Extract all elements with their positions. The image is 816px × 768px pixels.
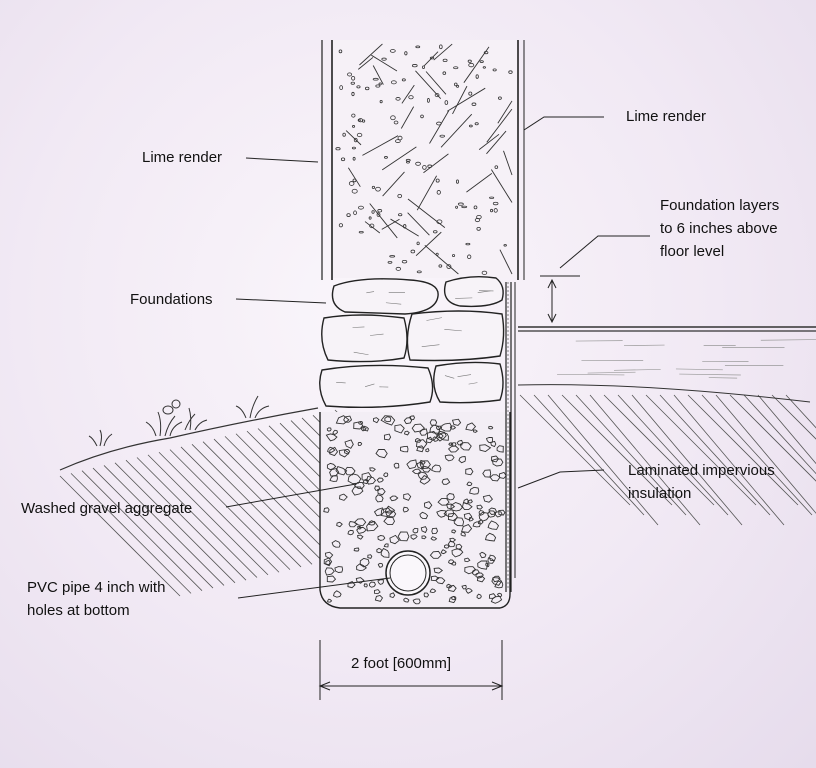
label-washed-gravel: Washed gravel aggregate <box>21 500 193 517</box>
label-pvc-1: PVC pipe 4 inch with <box>27 579 166 596</box>
height-dimension <box>540 275 580 324</box>
laminated-insulation <box>505 282 516 592</box>
gravel-aggregate-stones <box>323 415 507 605</box>
pvc-pipe <box>385 550 431 596</box>
wall-fibre-texture <box>345 43 513 275</box>
label-dimension: 2 foot [600mm] <box>351 655 452 672</box>
ground-hatching-right <box>519 394 816 526</box>
leader-foundations <box>235 298 327 304</box>
leader-lines <box>225 116 650 599</box>
label-lime-render-right: Lime render <box>626 108 707 125</box>
label-foundation-layers-1: Foundation layers <box>660 197 780 214</box>
label-lime-render-left: Lime render <box>142 149 223 166</box>
leader-lime-render-right <box>523 116 604 131</box>
leader-laminated <box>517 469 605 489</box>
leader-lime-render-left <box>245 157 319 163</box>
grass-tufts <box>88 395 270 447</box>
foundation-stone <box>443 275 504 308</box>
foundation-stone <box>319 364 434 409</box>
leader-washed-gravel <box>225 483 357 508</box>
floor-slab <box>517 326 816 403</box>
label-foundation-layers-2: to 6 inches above <box>660 220 778 237</box>
foundation-stone <box>321 314 408 363</box>
label-pvc-2: holes at bottom <box>27 602 130 619</box>
foundation-stone <box>433 361 504 404</box>
leader-foundation-layers <box>559 235 650 269</box>
ground-surface-left <box>59 407 319 471</box>
wall-aggregate-dots <box>335 44 513 275</box>
foundation-stone <box>331 278 439 315</box>
label-laminated-2: insulation <box>628 485 692 502</box>
label-foundation-layers-3: floor level <box>660 243 725 260</box>
label-foundations: Foundations <box>130 291 213 308</box>
width-dimension <box>318 640 504 700</box>
leader-pvc <box>237 577 391 599</box>
gravel-trench <box>319 412 511 609</box>
foundation-stone <box>406 310 505 362</box>
wall <box>321 40 525 280</box>
label-laminated-1: Laminated impervious <box>628 462 775 479</box>
foundation-stones <box>319 275 505 409</box>
